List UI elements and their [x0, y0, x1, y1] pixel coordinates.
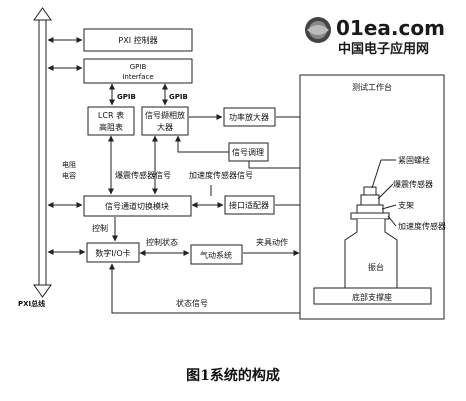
gpib-label-b: GPIB: [169, 93, 188, 101]
bracket-leader: [381, 204, 397, 210]
knock-sensor-shape: [360, 194, 380, 206]
channel-switch-label: 信号通道切换模块: [105, 201, 169, 211]
pneumatic-label: 气动系统: [200, 250, 232, 260]
control-label: 控制: [92, 223, 108, 233]
pxi-bus: PXI总线: [18, 7, 52, 308]
cond-to-acq-line: [175, 135, 229, 153]
gpib-interface-line2: Interface: [122, 73, 153, 81]
status-signal-label: 状态信号: [176, 298, 208, 308]
figure-caption: 图1系统的构成: [186, 367, 280, 384]
lcr-label-line1: LCR 表: [98, 110, 124, 120]
accel-sensor-shape: [350, 212, 390, 220]
knock-sensor-leader: [377, 183, 394, 200]
channel-switch-box: [83, 195, 192, 217]
lcr-label-line2: 高阻表: [99, 122, 123, 132]
interface-adapter-box: [224, 195, 275, 215]
bolt-leader: [371, 159, 382, 189]
clamp-action-label: 夹具动作: [256, 237, 288, 247]
bolt-callout: 紧固螺栓: [398, 155, 430, 165]
bracket-shape: [356, 204, 384, 214]
pxi-controller-label: PXI 控制器: [118, 35, 157, 45]
status-signal-line: [109, 263, 300, 314]
gpib-label-a: GPIB: [117, 93, 136, 101]
interface-adapter-label: 接口适配器: [229, 200, 269, 210]
knock-signal-label: 爆震传感器信号: [115, 170, 171, 180]
control-status-label: 控制状态: [146, 237, 178, 247]
signal-amp-line2: 大器: [157, 122, 173, 132]
accel-signal-label: 加速度传感器信号: [189, 170, 253, 180]
digital-io-box: [86, 242, 140, 263]
gpib-interface-line1: GPIB: [130, 63, 147, 71]
pxi-bus-label: PXI总线: [18, 299, 45, 308]
test-workbench-title: 测试工作台: [352, 82, 392, 92]
site-logo: 01ea.com 中国电子应用网: [305, 16, 445, 57]
base-support-box: [313, 287, 432, 305]
pxi-controller-box: [83, 28, 193, 52]
base-support-label: 底部支撑座: [352, 292, 392, 302]
digital-io-label: 数字I/O卡: [95, 248, 130, 258]
logo-site-text: 01ea.com: [336, 16, 445, 40]
bracket-callout: 支架: [398, 200, 414, 210]
lcr-meter-box: [87, 106, 135, 136]
power-amp-box: [223, 107, 276, 127]
logo-tagline: 中国电子应用网: [338, 41, 429, 57]
vibration-table-label: 振台: [368, 262, 384, 272]
signal-amp-box: [141, 106, 189, 136]
pneumatic-box: [190, 244, 243, 265]
resistance-label-line1: 电阻: [62, 160, 76, 169]
signal-conditioning-label: 信号调理: [232, 147, 264, 157]
gpib-interface-box: [83, 58, 193, 84]
accel-sensor-callout: 加速度传感器: [398, 221, 446, 231]
bolt-head: [363, 186, 377, 196]
knock-sensor-callout: 爆震传感器: [393, 179, 433, 189]
accel-sensor-leader: [387, 215, 397, 227]
power-amp-label: 功率放大器: [229, 112, 269, 122]
signal-amp-line1: 信号撷相放: [145, 110, 185, 120]
resistance-label-line2: 电容: [62, 171, 76, 180]
